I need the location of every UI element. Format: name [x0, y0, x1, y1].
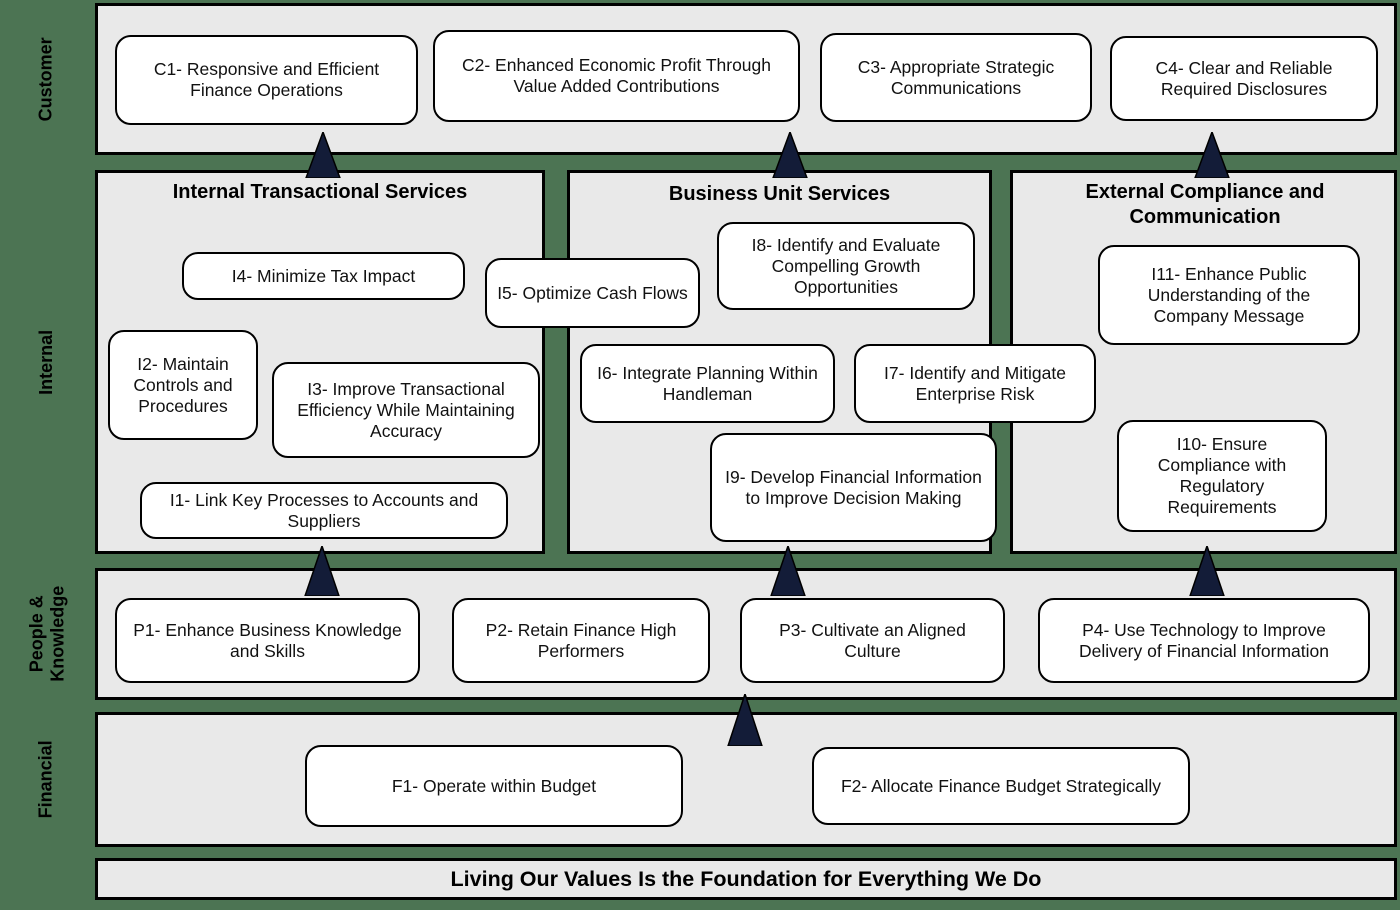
box-i4: I4- Minimize Tax Impact: [182, 252, 465, 300]
box-i5: I5- Optimize Cash Flows: [485, 258, 700, 328]
row-label-cell-customer: Customer: [0, 3, 93, 155]
values-banner: Living Our Values Is the Foundation for …: [95, 858, 1397, 900]
row-label-cell-internal: Internal: [0, 170, 93, 554]
row-label-cell-people: People & Knowledge: [0, 568, 93, 700]
panel-title-internal-transactional: Internal Transactional Services: [172, 181, 468, 203]
box-f1: F1- Operate within Budget: [305, 745, 683, 827]
box-i11: I11- Enhance Public Understanding of the…: [1098, 245, 1360, 345]
box-c4: C4- Clear and Reliable Required Disclosu…: [1110, 36, 1378, 121]
row-label-financial: Financial: [36, 740, 57, 819]
up-arrow-icon: [727, 694, 763, 746]
row-label-people-knowledge: People & Knowledge: [25, 585, 67, 683]
row-label-customer: Customer: [36, 36, 57, 122]
box-c2: C2- Enhanced Economic Profit Through Val…: [433, 30, 800, 122]
up-arrow-icon: [772, 132, 808, 178]
box-f2: F2- Allocate Finance Budget Strategicall…: [812, 747, 1190, 825]
box-c3: C3- Appropriate Strategic Communications: [820, 33, 1092, 122]
up-arrow-icon: [1194, 132, 1230, 178]
box-p3: P3- Cultivate an Aligned Culture: [740, 598, 1005, 683]
box-p1: P1- Enhance Business Knowledge and Skill…: [115, 598, 420, 683]
box-i7: I7- Identify and Mitigate Enterprise Ris…: [854, 344, 1096, 423]
row-label-cell-financial: Financial: [0, 712, 93, 847]
panel-title-business-unit: Business Unit Services: [668, 183, 891, 205]
box-p2: P2- Retain Finance High Performers: [452, 598, 710, 683]
box-i10: I10- Ensure Compliance with Regulatory R…: [1117, 420, 1327, 532]
up-arrow-icon: [770, 546, 806, 596]
values-banner-text: Living Our Values Is the Foundation for …: [450, 866, 1042, 891]
up-arrow-icon: [1189, 546, 1225, 596]
row-label-internal: Internal: [36, 329, 57, 395]
box-i2: I2- Maintain Controls and Procedures: [108, 330, 258, 440]
up-arrow-icon: [305, 132, 341, 178]
box-p4: P4- Use Technology to Improve Delivery o…: [1038, 598, 1370, 683]
box-i8: I8- Identify and Evaluate Compelling Gro…: [717, 222, 975, 310]
box-c1: C1- Responsive and Efficient Finance Ope…: [115, 35, 418, 125]
up-arrow-icon: [304, 546, 340, 596]
box-i6: I6- Integrate Planning Within Handleman: [580, 344, 835, 423]
panel-title-external-compliance: External Compliance and Communication: [1085, 181, 1325, 228]
box-i3: I3- Improve Transactional Efficiency Whi…: [272, 362, 540, 458]
box-i1: I1- Link Key Processes to Accounts and S…: [140, 482, 508, 539]
box-i9: I9- Develop Financial Information to Imp…: [710, 433, 997, 542]
